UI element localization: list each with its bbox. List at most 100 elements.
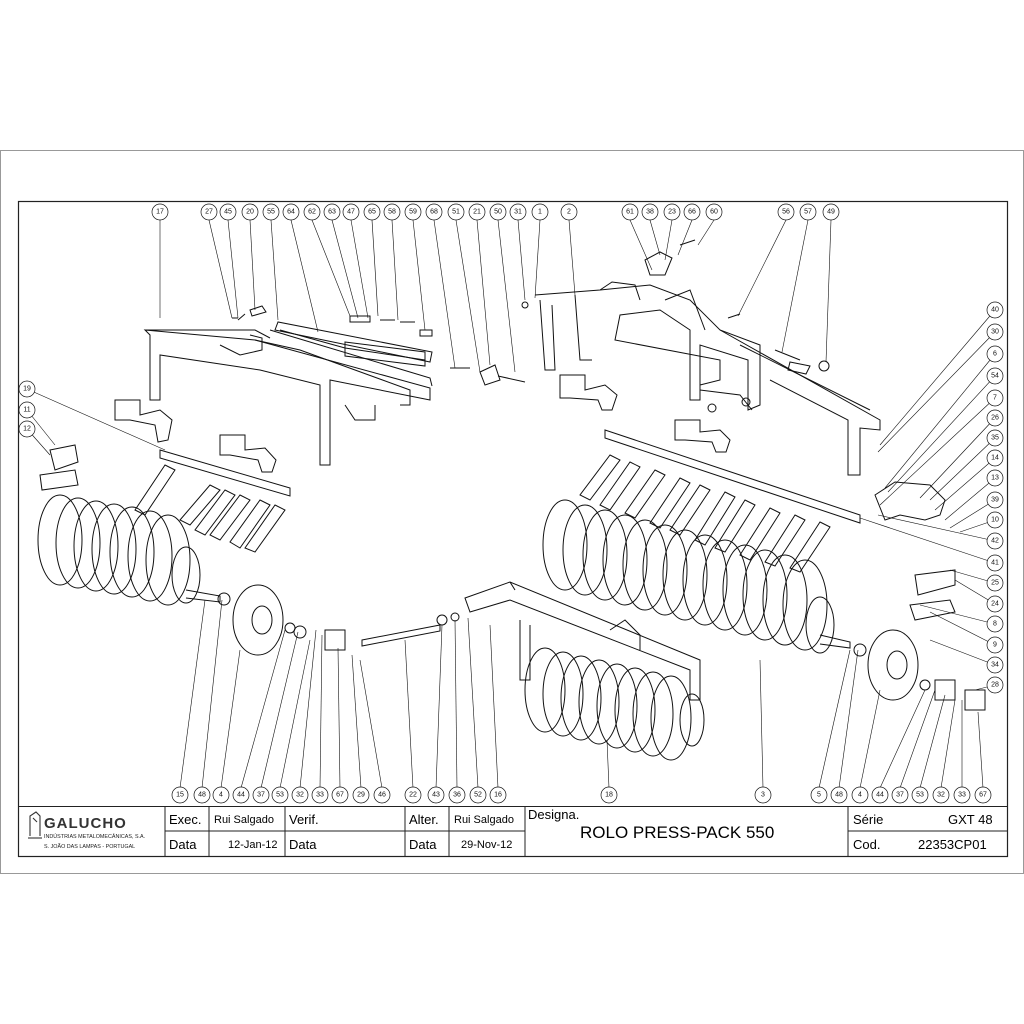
callout-circle xyxy=(331,786,349,804)
callout-right-label: 41 xyxy=(991,560,999,567)
callout-bottom-label: 4 xyxy=(219,792,223,799)
callout-circle xyxy=(986,367,1004,385)
drawing-title: ROLO PRESS-PACK 550 xyxy=(580,823,774,842)
callout-circle xyxy=(986,676,1004,694)
callout-circle xyxy=(18,380,36,398)
callout-right-label: 10 xyxy=(991,517,999,524)
callout-bottom-label: 48 xyxy=(198,792,206,799)
logo-emblem-icon xyxy=(28,811,42,839)
callout-circle xyxy=(303,203,321,221)
callout-circle xyxy=(600,786,618,804)
callout-circle xyxy=(151,203,169,221)
callout-top-label: 64 xyxy=(287,209,295,216)
callout-circle xyxy=(986,595,1004,613)
callout-bottom-label: 3 xyxy=(761,792,765,799)
right-frame-assembly xyxy=(534,281,881,476)
callout-circle xyxy=(18,420,36,438)
callout-circle xyxy=(241,203,259,221)
callout-right-label: 42 xyxy=(991,538,999,545)
callout-top-label: 68 xyxy=(430,209,438,216)
callout-top-label: 47 xyxy=(347,209,355,216)
right-roller-discs xyxy=(542,499,986,711)
callout-right-label: 14 xyxy=(991,455,999,462)
callout-bottom-label: 67 xyxy=(979,792,987,799)
callout-bottom-label: 22 xyxy=(409,792,417,799)
callout-right-label: 13 xyxy=(991,475,999,482)
callout-circle xyxy=(986,636,1004,654)
callout-circle xyxy=(705,203,723,221)
serie-label: Série xyxy=(853,812,883,827)
data-label-3: Data xyxy=(409,837,437,852)
callout-circle xyxy=(468,203,486,221)
callout-bottom-label: 53 xyxy=(276,792,284,799)
callout-circle xyxy=(200,203,218,221)
middle-roller-assembly xyxy=(464,581,705,761)
callout-top-label: 20 xyxy=(246,209,254,216)
callout-right-label: 25 xyxy=(991,580,999,587)
callout-bottom-label: 53 xyxy=(916,792,924,799)
callout-top-label: 23 xyxy=(668,209,676,216)
callout-left-label: 11 xyxy=(23,407,30,414)
company-line-2: S. JOÃO DAS LAMPAS - PORTUGAL xyxy=(44,843,135,850)
callout-circle xyxy=(18,401,36,419)
callout-circle xyxy=(810,786,828,804)
callout-top-label: 2 xyxy=(567,209,571,216)
callout-circle xyxy=(822,203,840,221)
callout-circle xyxy=(232,786,250,804)
callout-right-label: 40 xyxy=(991,307,999,314)
callout-circle xyxy=(683,203,701,221)
callout-circle xyxy=(986,389,1004,407)
callout-circle xyxy=(193,786,211,804)
callout-circle xyxy=(262,203,280,221)
callout-leaders xyxy=(26,219,996,789)
nut-36 xyxy=(450,612,460,622)
right-tine-row xyxy=(579,454,956,621)
callout-circle xyxy=(252,786,270,804)
callout-circle xyxy=(311,786,329,804)
callout-circle xyxy=(621,203,639,221)
callout-right-label: 34 xyxy=(991,662,999,669)
cod-value: 22353CP01 xyxy=(918,837,987,852)
callout-circle xyxy=(489,786,507,804)
callout-top-label: 58 xyxy=(388,209,396,216)
callout-circle xyxy=(953,786,971,804)
tie-rod xyxy=(274,321,433,363)
callout-top-label: 1 xyxy=(538,209,542,216)
callout-right-label: 54 xyxy=(991,373,999,380)
callout-circle xyxy=(986,409,1004,427)
callout-top-label: 63 xyxy=(328,209,336,216)
callout-circle xyxy=(448,786,466,804)
callout-bottom-label: 37 xyxy=(896,792,904,799)
exploded-view-drawing xyxy=(37,239,986,761)
callout-circle xyxy=(282,203,300,221)
callout-circle xyxy=(425,203,443,221)
callout-right-label: 24 xyxy=(991,601,999,608)
callout-bottom-label: 46 xyxy=(378,792,386,799)
callout-circle xyxy=(891,786,909,804)
callout-circle xyxy=(986,532,1004,550)
callout-bottom-label: 16 xyxy=(494,792,502,799)
callout-circle xyxy=(271,786,289,804)
callout-top-label: 56 xyxy=(782,209,790,216)
left-roller-discs xyxy=(37,494,346,656)
callout-circle xyxy=(986,469,1004,487)
callout-bottom-label: 48 xyxy=(835,792,843,799)
callout-circle xyxy=(171,786,189,804)
company-logo: GALUCHO INDÚSTRIAS METALOMECÂNICAS, S.A.… xyxy=(28,811,145,850)
data-value-3: 29-Nov-12 xyxy=(461,839,512,851)
drawing-border xyxy=(17,200,1009,858)
callout-circle xyxy=(663,203,681,221)
callout-top-label: 27 xyxy=(205,209,213,216)
callout-circle xyxy=(531,203,549,221)
callout-bottom-label: 5 xyxy=(817,792,821,799)
callout-right-label: 7 xyxy=(993,395,997,402)
callout-right-label: 9 xyxy=(993,642,997,649)
callout-circle xyxy=(830,786,848,804)
callout-circle xyxy=(986,554,1004,572)
callout-right-label: 35 xyxy=(991,435,999,442)
designa-label: Designa. xyxy=(528,807,579,822)
serie-value: GXT 48 xyxy=(948,812,993,827)
callout-top-label: 38 xyxy=(646,209,654,216)
